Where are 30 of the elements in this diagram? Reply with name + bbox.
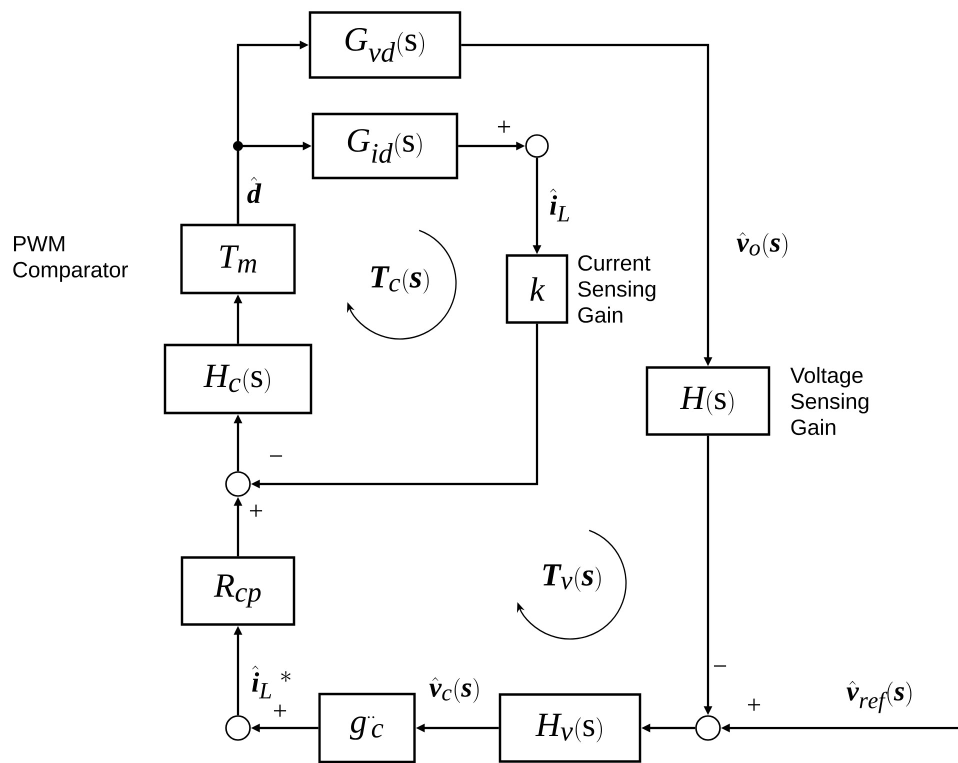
block-box: $H_c(\mathrm{s})$ xyxy=(164,344,312,414)
signal-label: $\hat{\boldsymbol{i}}_L\;^{*}$ xyxy=(252,666,290,698)
block-box: $k$ xyxy=(506,254,568,324)
block-caption: PWM Comparator xyxy=(13,236,128,282)
sign-label: + xyxy=(748,698,760,711)
loop-gain-label: $\boldsymbol{T}_c(\boldsymbol{s})$ xyxy=(371,266,429,294)
block-box: $G_{id}(\mathrm{s})$ xyxy=(312,112,458,180)
loop-gain-label: $\boldsymbol{T}_v(\boldsymbol{s})$ xyxy=(543,564,601,592)
block-box: $T_m$ xyxy=(180,224,296,294)
signal-label: $\hat{\boldsymbol{i}}_L$ xyxy=(550,188,570,222)
block-box: $H(\mathrm{s})$ xyxy=(646,366,770,436)
sign-label: + xyxy=(250,504,262,517)
sign-label: − xyxy=(714,665,726,667)
sign-label: − xyxy=(270,455,282,457)
sign-label: + xyxy=(498,120,510,133)
signal-label: $\hat{\boldsymbol{v}}_{ref}(\boldsymbol{s})$ xyxy=(846,680,912,714)
block-box: $H_v(\mathrm{s})$ xyxy=(498,693,642,763)
block-caption: Voltage Sensing Gain xyxy=(790,366,868,436)
block-caption: Current Sensing Gain xyxy=(578,255,656,323)
summing-junction xyxy=(695,715,721,741)
summing-junction xyxy=(225,715,251,741)
summing-junction xyxy=(525,134,549,158)
block-box: $G_{vd}(\mathrm{s})$ xyxy=(308,11,462,79)
block-box: $g\,\ddot{}_{c}$ xyxy=(318,692,416,763)
signal-label: $\hat{\boldsymbol{v}}_c(\boldsymbol{s})$ xyxy=(429,677,479,703)
block-box: $R_{cp}$ xyxy=(180,556,296,626)
sign-label: + xyxy=(274,704,286,717)
signal-label: $\hat{\boldsymbol{v}}_o(\boldsymbol{s})$ xyxy=(736,232,788,258)
summing-junction xyxy=(225,471,251,497)
signal-label: $\hat{\boldsymbol{d}}$ xyxy=(247,176,262,204)
